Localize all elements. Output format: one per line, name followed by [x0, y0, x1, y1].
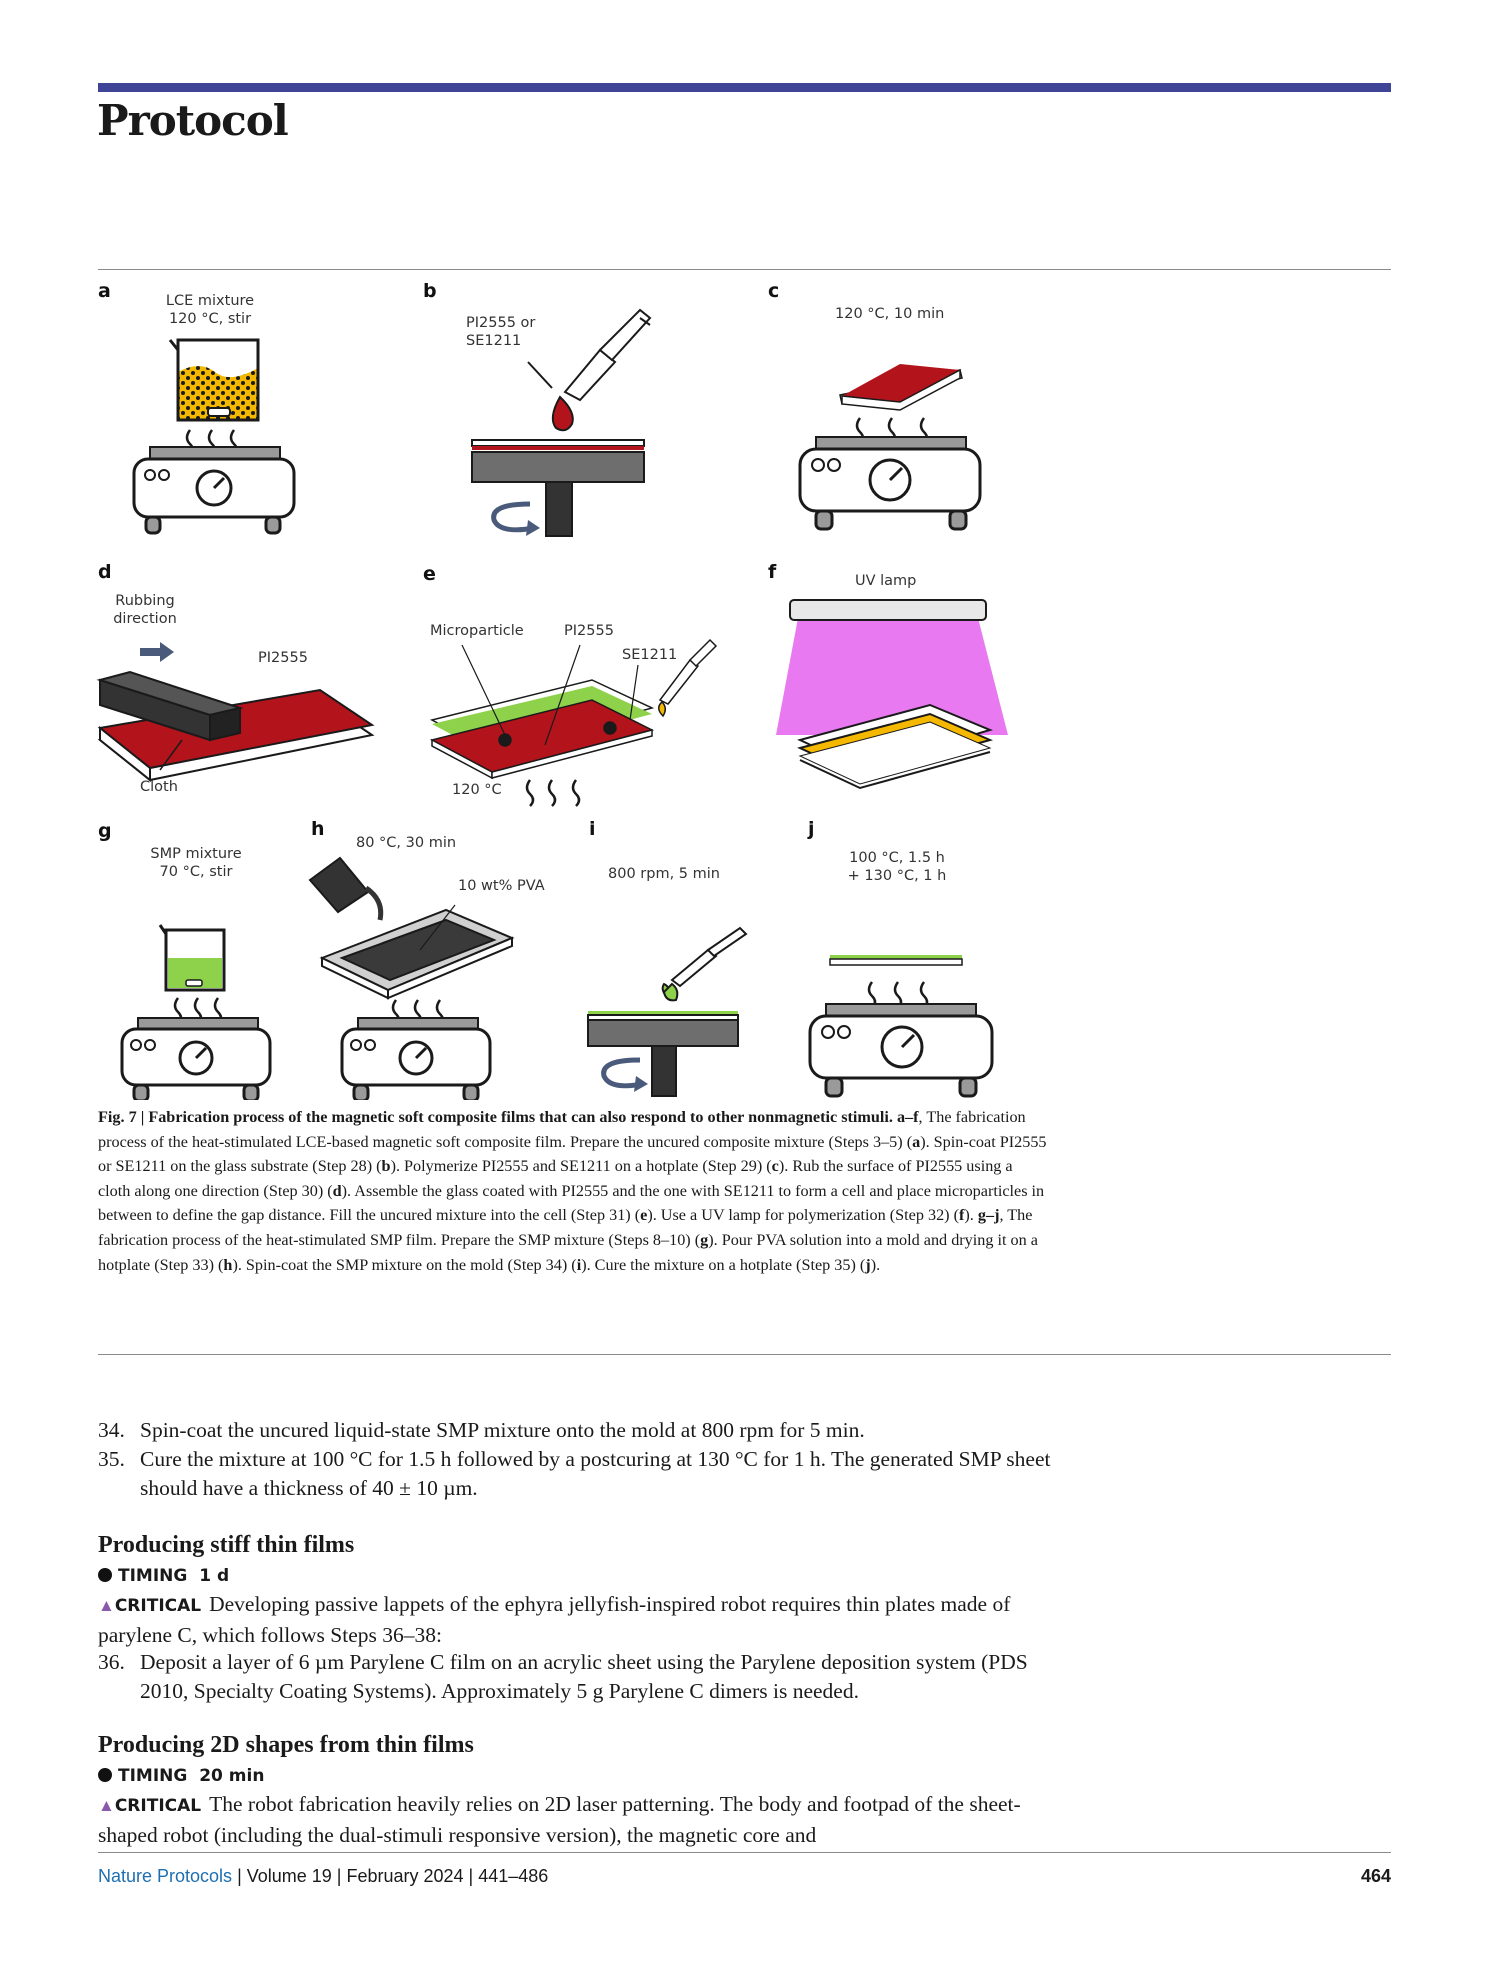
caption-text-segment: ). Spin-coat the SMP mixture on the mold… [232, 1255, 577, 1274]
caption-text-segment: ). Cure the mixture on a hotplate (Step … [581, 1255, 866, 1274]
panel-letter-j: j [808, 818, 815, 840]
header-accent-bar [98, 83, 1391, 92]
panel-i-spin-coat [587, 926, 748, 1097]
caption-text-segment: ). [964, 1206, 978, 1225]
panel-h-mold-pva [308, 856, 515, 1100]
panel-letter-d: d [98, 561, 112, 583]
figure-caption-title: Fabrication process of the magnetic soft… [148, 1108, 893, 1126]
panel-letter-e: e [423, 563, 436, 585]
panel-h-pva-label: 10 wt% PVA [458, 878, 545, 894]
caption-panel-ref: f [959, 1206, 965, 1225]
figure-top-rule [98, 269, 1391, 270]
timing-icon [98, 1768, 112, 1782]
figure-label: Fig. 7 | [98, 1108, 145, 1126]
footer-rule [98, 1852, 1391, 1853]
caption-text-segment: ). Spin-coat PI2555 or SE1211 on the gla… [98, 1132, 1047, 1176]
panel-e-temp-label: 120 °C [452, 782, 502, 798]
caption-panel-ref: c [771, 1157, 779, 1176]
caption-text-segment: ). Polymerize PI2555 and SE1211 on a hot… [390, 1157, 772, 1176]
caption-text-segment: ). [870, 1255, 881, 1274]
figure-caption: Fig. 7 | Fabrication process of the magn… [98, 1105, 1048, 1277]
panel-letter-a: a [98, 280, 111, 302]
caption-panel-ref: d [332, 1181, 342, 1200]
panel-c-hotplate-film [798, 364, 982, 531]
panel-e-microparticle-label: Microparticle [430, 623, 524, 639]
panel-i-label: 800 rpm, 5 min [608, 866, 720, 882]
caption-panel-ref: j [865, 1255, 871, 1274]
figure-bottom-rule [98, 1354, 1391, 1355]
caption-text-segment: , The fabrication process of the heat-st… [98, 1206, 1033, 1249]
figure-7-artwork [96, 308, 1008, 1100]
panel-c-label: 120 °C, 10 min [835, 306, 945, 322]
panel-f-uv-lamp [776, 599, 1008, 790]
caption-panel-ref: g [700, 1230, 709, 1249]
panel-letter-c: c [768, 280, 780, 302]
section-title: Protocol [97, 96, 289, 145]
caption-panel-ref: b [381, 1157, 391, 1176]
panel-letter-f: f [768, 561, 777, 583]
panel-j-label: 100 °C, 1.5 h+ 130 °C, 1 h [847, 850, 947, 884]
panel-e-cell [429, 638, 718, 807]
caption-panel-ref: i [576, 1255, 582, 1274]
panel-f-label: UV lamp [855, 573, 917, 589]
panel-letter-i: i [589, 818, 596, 840]
timing-2d-shapes: TIMING 20 min [98, 1766, 264, 1786]
section-heading-2d-shapes: Producing 2D shapes from thin films [98, 1732, 474, 1758]
caption-text-segment: ). Rub the surface of PI2555 using a clo… [98, 1157, 1013, 1200]
caption-text-segment: ). Use a UV lamp for polymerization (Ste… [647, 1206, 959, 1225]
timing-stiff-thin-films: TIMING 1 d [98, 1566, 229, 1586]
caption-text-segment: ). Assemble the glass coated with PI2555… [98, 1181, 1045, 1225]
panel-d-rubbing [96, 642, 375, 783]
critical-triangle-icon: ▲ [98, 1796, 115, 1815]
panel-e-pi2555-label: PI2555 [564, 623, 614, 639]
caption-panel-ref: h [223, 1255, 233, 1274]
page-number: 464 [1360, 1866, 1391, 1886]
panel-g-hotplate-beaker [120, 924, 272, 1100]
footer-citation: Nature Protocols | Volume 19 | February … [98, 1866, 549, 1886]
panel-h-temp-label: 80 °C, 30 min [356, 835, 457, 851]
panel-e-se1211-label: SE1211 [622, 647, 678, 663]
caption-text-segment: ). Pour PVA solution into a mold and dry… [98, 1230, 1038, 1274]
panel-b-spin-coater [471, 308, 652, 537]
section-heading-stiff-thin-films: Producing stiff thin films [98, 1532, 355, 1558]
figure-caption-body: a–f, The fabrication process of the heat… [98, 1108, 1047, 1274]
panel-letter-g: g [98, 820, 112, 842]
panel-d-cloth-label: Cloth [140, 779, 178, 795]
panel-a-hotplate-beaker [132, 338, 296, 535]
panel-j-hotplate-cure [808, 955, 994, 1098]
caption-panel-ref: g–j [977, 1206, 1000, 1225]
caption-panel-ref: a [912, 1132, 921, 1151]
critical-triangle-icon: ▲ [98, 1596, 115, 1615]
panel-letter-b: b [423, 280, 437, 302]
timing-icon [98, 1568, 112, 1582]
journal-name-link[interactable]: Nature Protocols [98, 1866, 233, 1886]
panel-d-pi2555-label: PI2555 [258, 650, 308, 666]
caption-panel-ref: e [640, 1206, 648, 1225]
panel-letter-h: h [311, 818, 325, 840]
caption-text-segment: , The fabrication process of the heat-st… [98, 1108, 1026, 1151]
caption-panel-ref: a–f [896, 1108, 919, 1126]
